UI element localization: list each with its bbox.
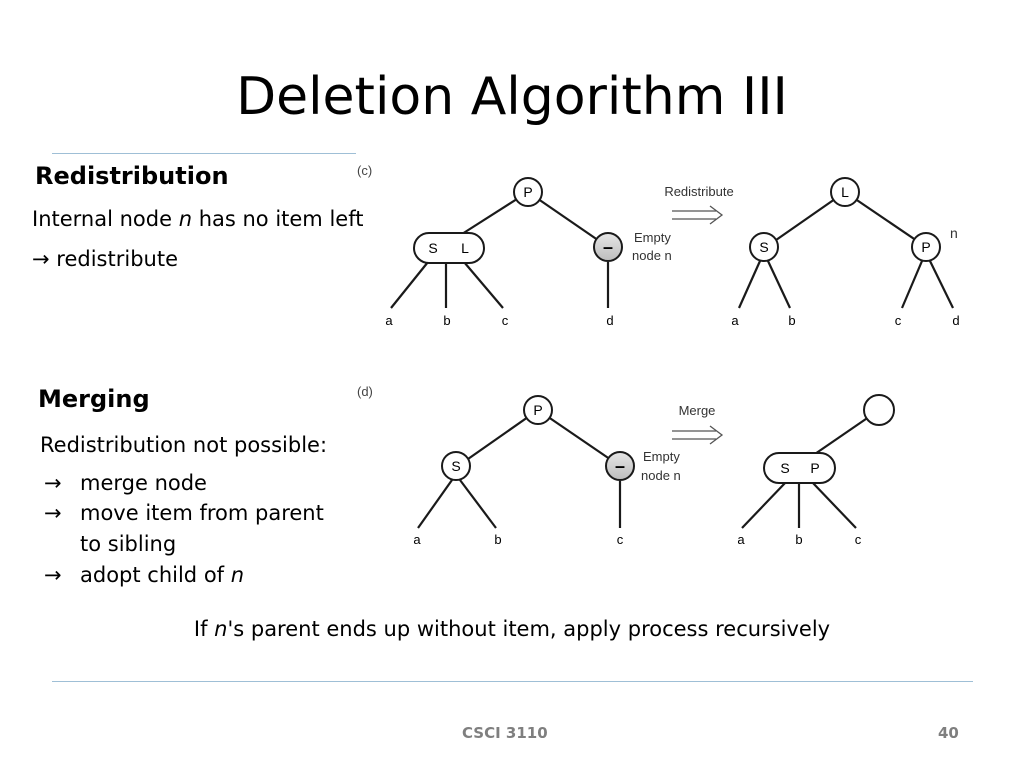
merged-node-p-label: P [810, 460, 819, 476]
merging-heading: Merging [38, 385, 150, 413]
tree-node-sl [413, 232, 485, 264]
empty-parent-node [863, 394, 895, 426]
arrow-right-icon: → [44, 501, 62, 525]
arrow-right-icon: → [32, 247, 50, 271]
course-code: CSCI 3110 [462, 724, 548, 742]
leaf-b-d-after: b [795, 532, 802, 547]
tree-node-s-d-label: S [451, 458, 460, 474]
double-arrow-icon [672, 205, 724, 225]
tree-node-s [749, 232, 779, 262]
node-n-label: n [950, 225, 958, 241]
tree-node-sl-left-label: S [428, 240, 437, 256]
tree-node-p [513, 177, 543, 207]
tree-node-sl-right-label: L [461, 240, 469, 256]
leaf-b-after: b [788, 313, 795, 328]
redistribution-line-1: Internal node n has no item left [32, 207, 364, 231]
slide-title: Deletion Algorithm III [236, 67, 788, 127]
tree-node-l [830, 177, 860, 207]
merging-bullet-3: →adopt child of n [44, 563, 245, 587]
tree-node-l-label: L [841, 184, 849, 200]
leaf-c: c [502, 313, 509, 328]
leaf-a-after: a [731, 313, 739, 328]
panel-c-label: (c) [357, 163, 372, 178]
redistribute-label: Redistribute [664, 184, 733, 199]
empty-node-d-symbol: – [615, 456, 625, 476]
top-divider [52, 153, 356, 154]
page-number: 40 [938, 724, 959, 742]
empty-node-d [605, 451, 635, 481]
empty-node-d-caption-2: node n [641, 468, 681, 483]
merging-bullet-1: →merge node [44, 471, 207, 495]
tree-node-p-d-label: P [533, 402, 542, 418]
panel-d-after-edges [741, 409, 880, 529]
arrow-right-icon: → [44, 563, 62, 587]
arrow-right-icon: → [44, 471, 62, 495]
leaf-a-d: a [413, 532, 421, 547]
tree-node-p-after [911, 232, 941, 262]
redistribution-line-2: → redistribute [32, 247, 178, 271]
panel-d: (d) P S – Empty node n a b c Merge [357, 384, 895, 547]
leaf-a-d-after: a [737, 532, 745, 547]
merged-node-s-label: S [780, 460, 789, 476]
empty-node-symbol: – [603, 237, 613, 257]
leaf-c-d-after: c [855, 532, 862, 547]
redistribution-heading: Redistribution [35, 162, 229, 190]
panel-c-after-edges [737, 191, 954, 309]
panel-d-before-edges [417, 409, 622, 529]
empty-node-d-caption-1: Empty [643, 449, 680, 464]
double-arrow-icon [672, 425, 724, 445]
merging-intro: Redistribution not possible: [40, 433, 328, 457]
leaf-c-after: c [895, 313, 902, 328]
empty-node [593, 232, 623, 262]
leaf-b: b [443, 313, 450, 328]
panel-c: (c) P S L – Empty node n a b c d Redistr… [357, 163, 960, 328]
leaf-a: a [385, 313, 393, 328]
empty-node-caption-1: Empty [634, 230, 671, 245]
tree-node-p-d [523, 395, 553, 425]
tree-node-s-label: S [759, 239, 768, 255]
leaf-c-d: c [617, 532, 624, 547]
leaf-d-after: d [952, 313, 959, 328]
merging-bullet-2: →move item from parent [44, 501, 324, 525]
leaf-b-d: b [494, 532, 501, 547]
tree-node-p-after-label: P [921, 239, 930, 255]
merging-bullet-2-continued: to sibling [80, 532, 177, 556]
merged-node-sp [763, 452, 836, 484]
recursion-note: If n's parent ends up without item, appl… [193, 617, 831, 641]
tree-node-p-label: P [523, 184, 532, 200]
bottom-divider [52, 681, 973, 682]
merge-label: Merge [679, 403, 716, 418]
tree-node-s-d [441, 451, 471, 481]
empty-node-caption-2: node n [632, 248, 672, 263]
leaf-d: d [606, 313, 613, 328]
panel-d-label: (d) [357, 384, 373, 399]
